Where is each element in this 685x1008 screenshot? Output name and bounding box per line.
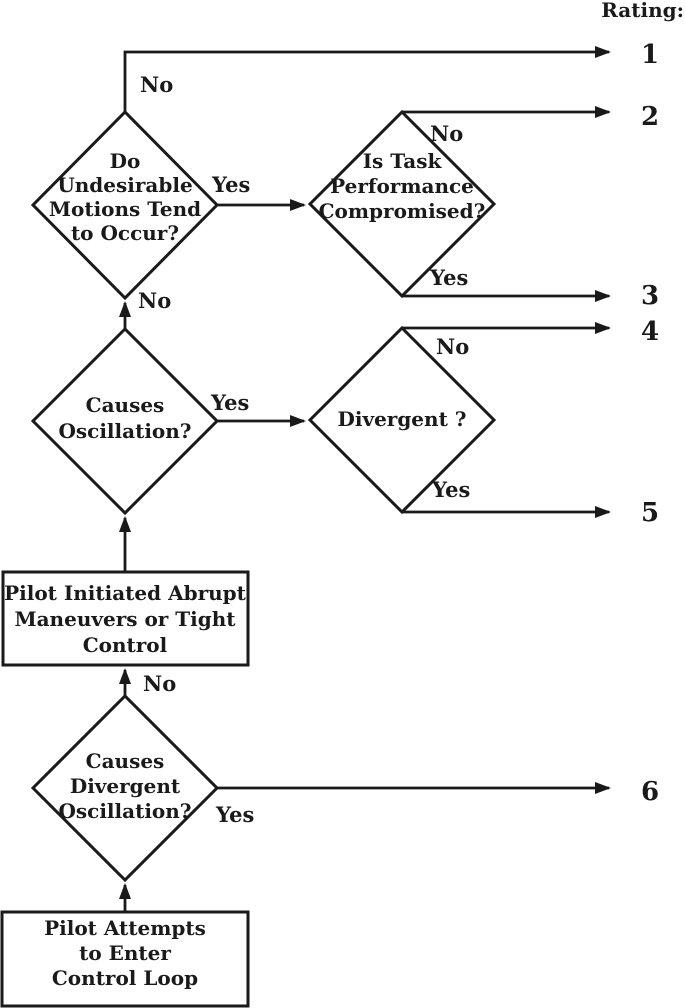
decision-causes-oscillation-line: Oscillation? <box>58 419 191 443</box>
process-pilot-attempts-line: Pilot Attempts <box>44 916 206 940</box>
decision-undesirable-motions-line: Motions Tend <box>49 197 201 221</box>
decision-task-performance-line: Performance <box>330 174 474 198</box>
process-pilot-attempts-line: to Enter <box>79 941 171 965</box>
label-oscillation-yes: Yes <box>210 390 249 415</box>
rating-2: 2 <box>641 102 659 132</box>
process-pilot-initiated-line: Pilot Initiated Abrupt <box>4 581 247 605</box>
label-task-yes: Yes <box>429 265 468 290</box>
decision-divergent <box>307 325 497 515</box>
rating-column-header: Rating: <box>601 0 684 22</box>
decision-divergent-line: Divergent ? <box>338 407 467 431</box>
label-task-no: No <box>430 121 463 146</box>
decision-task-performance-line: Is Task <box>363 149 443 173</box>
process-pilot-initiated-line: Control <box>83 633 168 657</box>
label-divergent-yes: Yes <box>431 477 470 502</box>
rating-5: 5 <box>641 498 659 528</box>
decision-task-performance-line: Compromised? <box>319 199 486 223</box>
rating-4: 4 <box>641 317 659 347</box>
decision-causes-oscillation-line: Causes <box>86 393 165 417</box>
decision-causes-oscillation <box>30 326 220 516</box>
rating-1: 1 <box>641 40 659 70</box>
decision-causes-divergent-oscillation-line: Causes <box>86 749 165 773</box>
process-pilot-attempts-line: Control Loop <box>52 966 198 990</box>
decision-causes-divergent-oscillation-line: Oscillation? <box>58 799 191 823</box>
decision-causes-divergent-oscillation-line: Divergent <box>70 774 181 798</box>
label-oscillation-no: No <box>138 288 171 313</box>
label-undesirable-yes: Yes <box>211 172 250 197</box>
arrow-no-to-rating-1 <box>123 46 611 112</box>
decision-causes-divergent-oscillation <box>30 693 220 883</box>
decision-undesirable-motions-line: Do <box>110 149 141 173</box>
decision-undesirable-motions-line: to Occur? <box>71 221 179 245</box>
label-divergent-osc-no: No <box>143 671 176 696</box>
label-undesirable-no: No <box>140 72 173 97</box>
process-pilot-initiated <box>1 570 250 667</box>
decision-undesirable-motions <box>30 109 220 301</box>
process-pilot-attempts <box>0 910 250 1008</box>
decision-task-performance <box>307 109 497 299</box>
process-pilot-initiated-line: Maneuvers or Tight <box>14 607 236 631</box>
rating-6: 6 <box>641 777 659 807</box>
label-divergent-osc-yes: Yes <box>215 802 254 827</box>
rating-3: 3 <box>641 281 659 311</box>
decision-undesirable-motions-line: Undesirable <box>57 173 192 197</box>
label-divergent-no: No <box>436 334 469 359</box>
